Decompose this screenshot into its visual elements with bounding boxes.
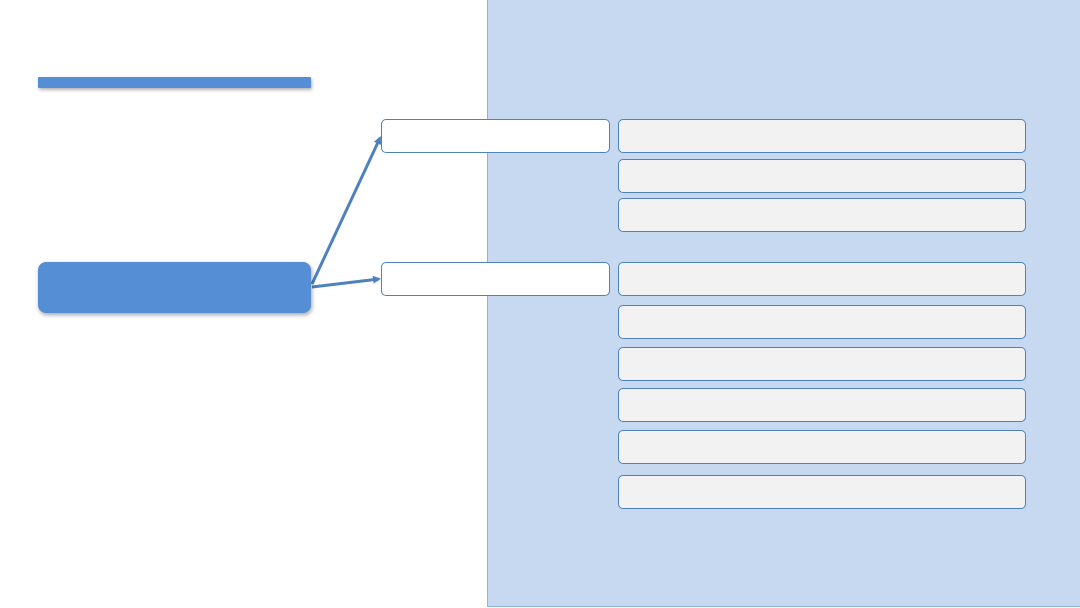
leaf-node-2-3 <box>618 347 1026 381</box>
branch-node-1 <box>381 119 610 153</box>
leaf-node-2-6 <box>618 475 1026 509</box>
leaf-node-2-4 <box>618 388 1026 422</box>
root-node <box>38 262 311 313</box>
leaf-node-2-2 <box>618 305 1026 339</box>
leaf-node-1-2 <box>618 159 1026 193</box>
leaf-node-1-1 <box>618 119 1026 153</box>
arrow-to-branch-2 <box>311 275 381 289</box>
content-panel <box>487 0 1080 607</box>
leaf-node-2-5 <box>618 430 1026 464</box>
leaf-node-1-3 <box>618 198 1026 232</box>
leaf-node-2-1 <box>618 262 1026 296</box>
branch-node-2 <box>381 262 610 296</box>
title-bar <box>38 77 311 88</box>
arrow-to-branch-1 <box>310 136 382 285</box>
